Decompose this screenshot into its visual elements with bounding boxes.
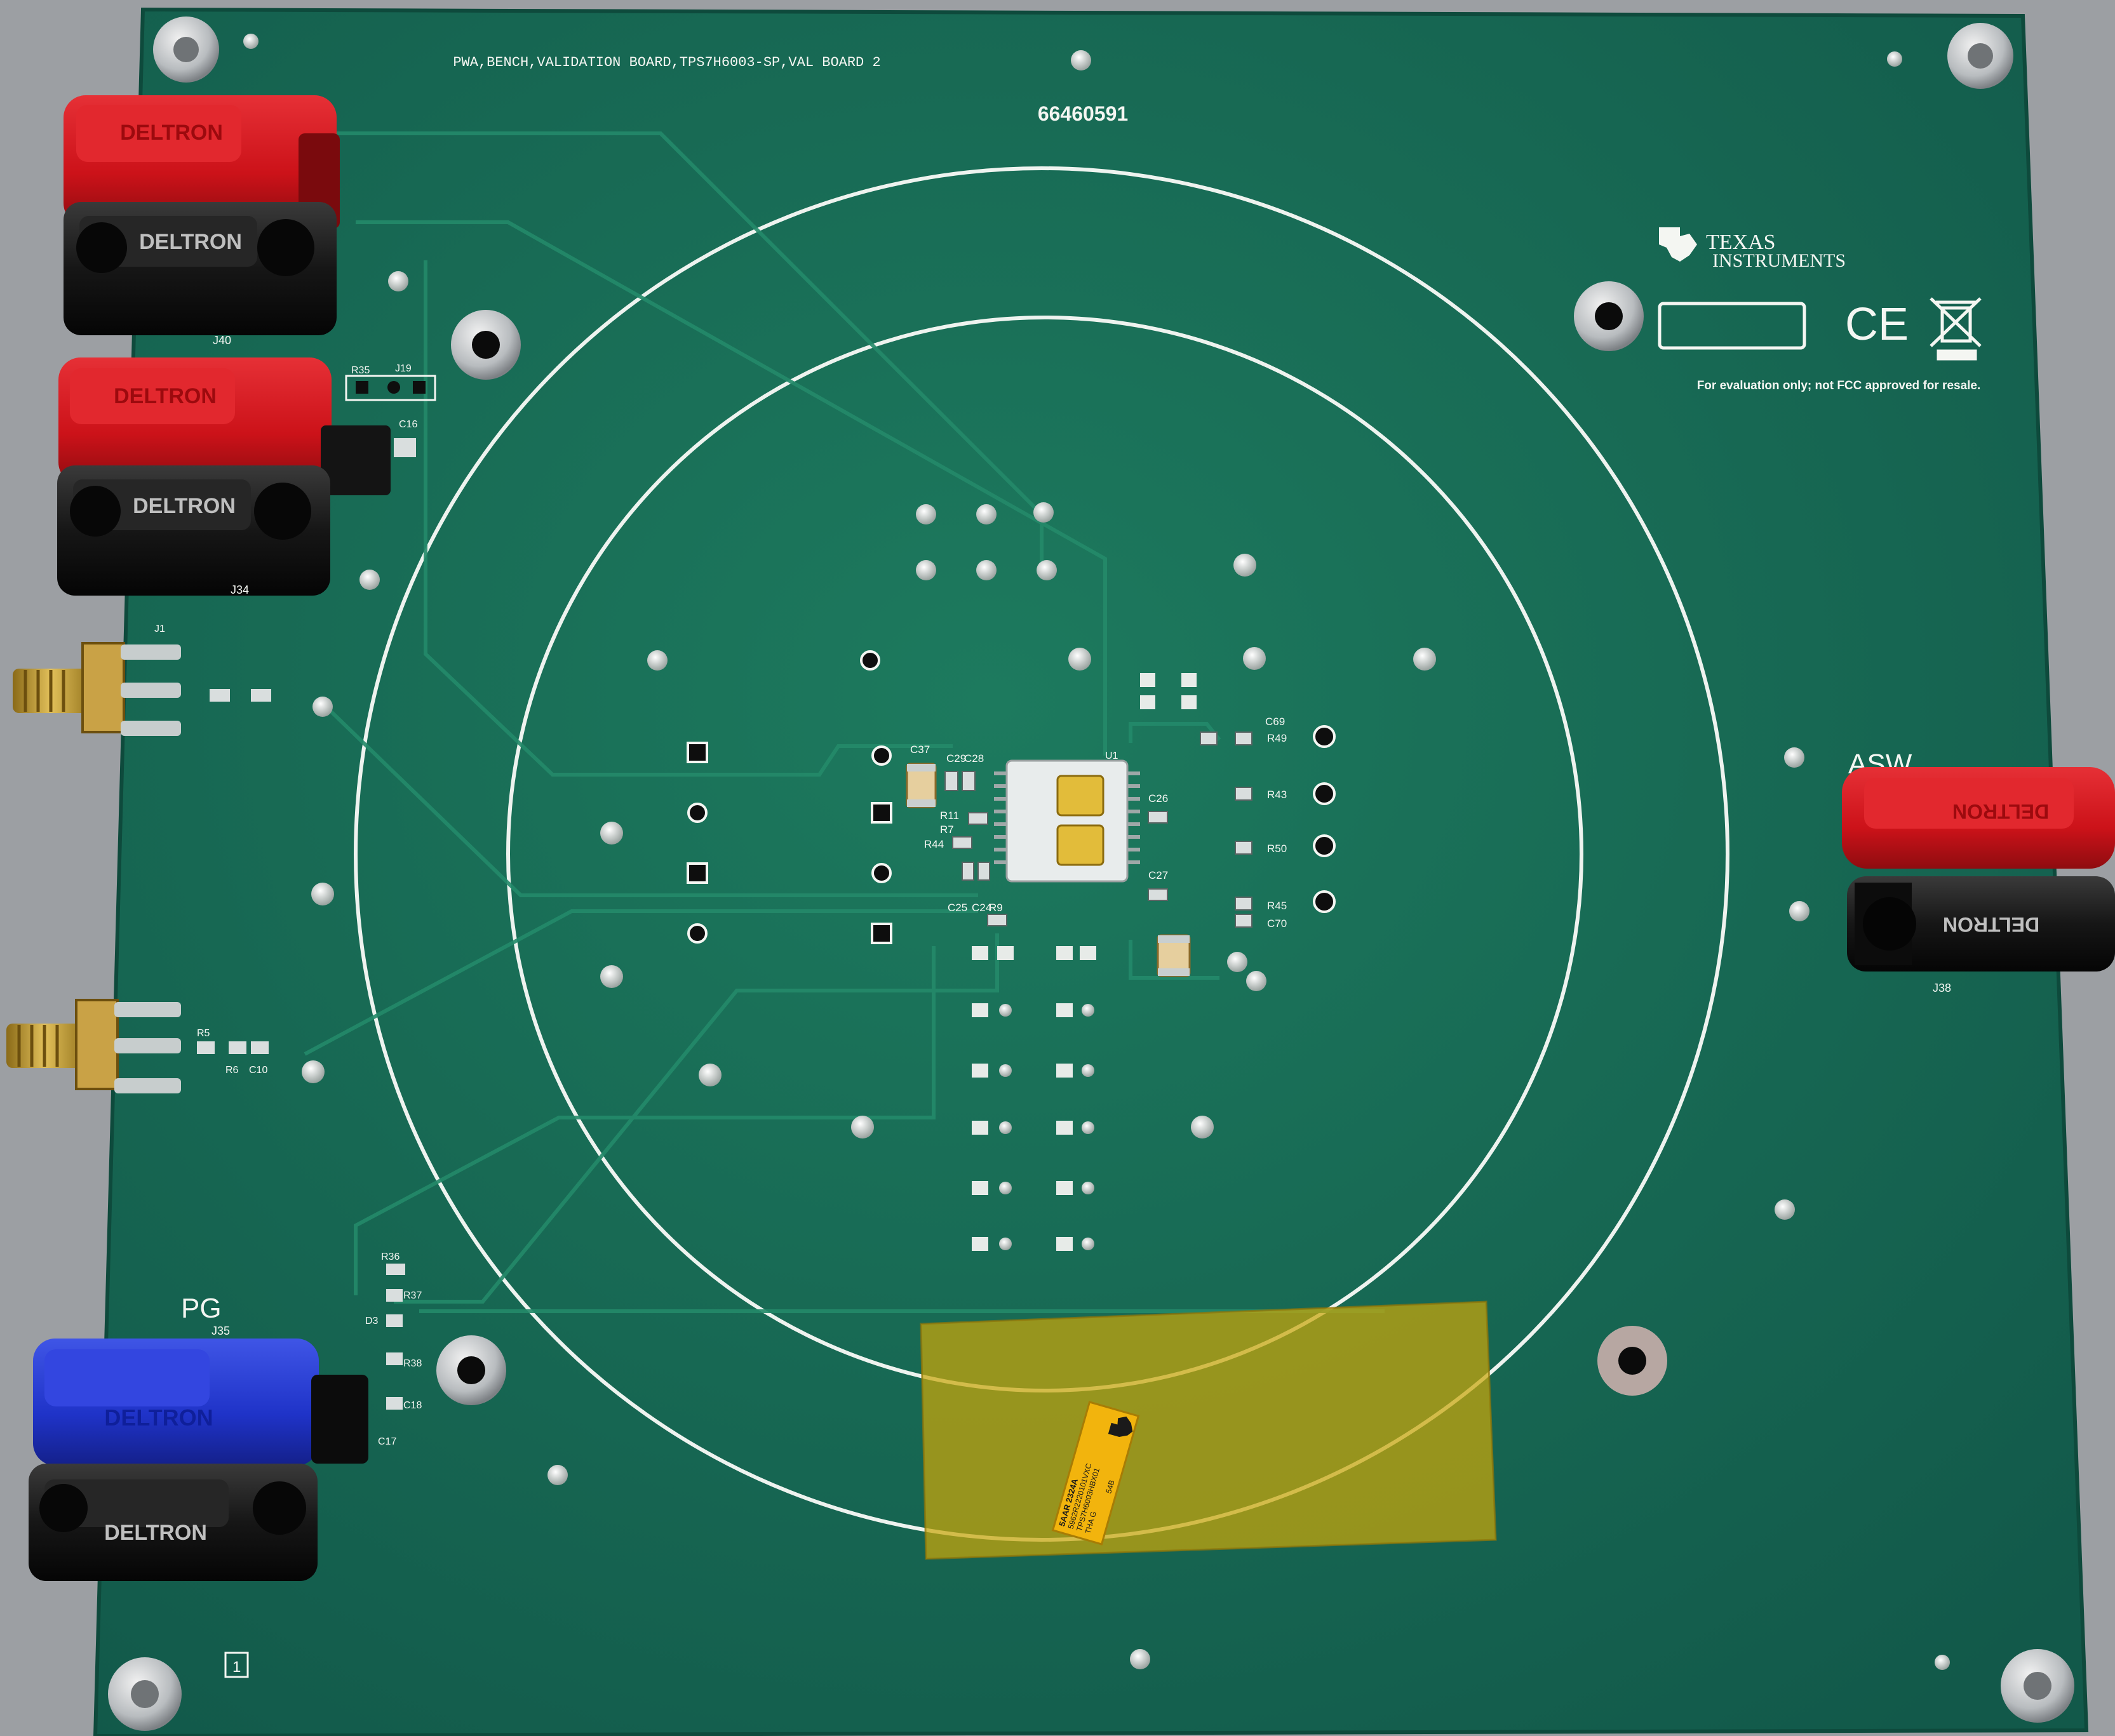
post-brand-j35: DELTRON xyxy=(104,1405,213,1431)
binding-post-j38-black[interactable]: DELTRON xyxy=(1847,876,2115,971)
post-brand-j40-black: DELTRON xyxy=(139,230,242,254)
label-j1: J1 xyxy=(154,624,165,634)
label-r37: R37 xyxy=(403,1290,422,1301)
binding-post-j38-red[interactable]: DELTRON xyxy=(1842,767,2115,869)
board-part-number: 66460591 xyxy=(1038,102,1128,125)
sma-j1-passives xyxy=(210,689,271,702)
label-c26: C26 xyxy=(1148,792,1168,805)
mounting-screws xyxy=(108,17,2074,1731)
ic-die-bottom xyxy=(1056,824,1104,866)
test-vias xyxy=(243,34,1950,1670)
sma-connector-j1[interactable]: J1 xyxy=(13,624,181,736)
pg-signal-area: PG J35 R36 R37 D3 R38 C18 C17 xyxy=(181,1252,422,1447)
label-c10: C10 xyxy=(249,1065,267,1076)
label-c24: C24 xyxy=(972,902,991,914)
post-brand-j40: DELTRON xyxy=(120,121,223,145)
sma-lower-passives: R5 R6 C10 xyxy=(197,1028,269,1076)
label-r49: R49 xyxy=(1267,732,1287,744)
label-c69: C69 xyxy=(1265,716,1285,728)
corner-mark-text: 1 xyxy=(232,1659,241,1676)
screw-bottom-left xyxy=(108,1657,182,1731)
binding-post-j34-black[interactable]: DELTRON xyxy=(57,465,330,596)
bulk-capacitor-c38 xyxy=(1157,934,1191,977)
sticker-line5: 54B xyxy=(1104,1479,1116,1494)
label-u1: U1 xyxy=(1105,751,1118,761)
label-c18: C18 xyxy=(403,1400,422,1411)
u1-ic-package: U1 xyxy=(994,751,1140,883)
label-d3: D3 xyxy=(365,1316,379,1326)
small-passives xyxy=(944,731,1252,928)
label-r35: R35 xyxy=(351,365,370,376)
post-brand-j34-black: DELTRON xyxy=(133,494,236,518)
binding-post-j35-blue[interactable]: DELTRON xyxy=(33,1339,368,1466)
label-j40: J40 xyxy=(213,334,231,347)
label-j34: J34 xyxy=(231,584,249,596)
standoff-hole xyxy=(451,310,521,380)
kapton-tape xyxy=(920,1300,1497,1560)
label-c17: C17 xyxy=(378,1436,396,1447)
post-brand-j38-black: DELTRON xyxy=(1943,913,2039,936)
label-r36: R36 xyxy=(381,1252,399,1262)
post-brand-j34: DELTRON xyxy=(114,384,217,408)
header-j19: R35 J19 C16 xyxy=(345,363,436,457)
label-c29: C29 xyxy=(946,752,966,765)
binding-post-j34-red[interactable]: DELTRON xyxy=(58,357,391,495)
label-c28: C28 xyxy=(964,752,984,765)
corner-mark-box xyxy=(224,1652,249,1678)
standoff-hole xyxy=(436,1335,506,1405)
label-c27: C27 xyxy=(1148,869,1168,881)
post-brand-j35-black: DELTRON xyxy=(104,1521,207,1545)
sma-connector-lower[interactable] xyxy=(6,999,181,1093)
ti-state-icon xyxy=(1659,227,1697,262)
passive-arrays xyxy=(972,673,1197,1251)
test-pads xyxy=(687,650,1336,944)
label-r5: R5 xyxy=(197,1028,210,1039)
standoff-hole xyxy=(1574,281,1644,351)
label-j19: J19 xyxy=(395,363,412,374)
ti-logo: TEXAS INSTRUMENTS xyxy=(1659,227,1846,271)
label-c37: C37 xyxy=(910,744,930,756)
ti-sticker-icon xyxy=(1108,1416,1133,1438)
label-j35: J35 xyxy=(211,1325,230,1337)
standoff-hole xyxy=(1597,1326,1667,1396)
label-r45: R45 xyxy=(1267,900,1287,912)
binding-post-j40-black[interactable]: DELTRON xyxy=(64,202,337,335)
label-r9: R9 xyxy=(989,902,1003,914)
label-r38: R38 xyxy=(403,1358,422,1369)
bulk-capacitor-c37 xyxy=(906,763,937,808)
label-c16: C16 xyxy=(399,419,417,430)
label-r6: R6 xyxy=(225,1065,239,1076)
screw-top-right xyxy=(1947,23,2013,89)
fcc-disclaimer: For evaluation only; not FCC approved fo… xyxy=(1697,379,1981,392)
label-r11: R11 xyxy=(940,810,959,822)
label-r50: R50 xyxy=(1267,843,1287,855)
label-r44: R44 xyxy=(924,838,944,850)
ic-die-top xyxy=(1056,775,1104,817)
brand-line1: TEXAS xyxy=(1706,230,1776,254)
post-brand-j38: DELTRON xyxy=(1952,800,2049,823)
label-pg: PG xyxy=(181,1293,222,1324)
standoff-holes xyxy=(436,281,1667,1405)
board-title-silk: PWA,BENCH,VALIDATION BOARD,TPS7H6003-SP,… xyxy=(453,55,880,70)
binding-post-j40-red[interactable]: DELTRON xyxy=(64,95,340,229)
screw-top-left xyxy=(153,17,219,83)
label-r43: R43 xyxy=(1267,789,1287,801)
screw-bottom-right xyxy=(2001,1649,2074,1723)
label-c25: C25 xyxy=(948,902,967,914)
label-c70: C70 xyxy=(1267,918,1287,930)
label-r7: R7 xyxy=(940,824,954,836)
device-label-sticker: 5AAR 2324A 5962R2220101VXC TPS7H6003HBX0… xyxy=(1051,1401,1140,1546)
binding-post-j35-black[interactable]: DELTRON xyxy=(29,1464,318,1581)
brand-line2: INSTRUMENTS xyxy=(1712,250,1846,271)
label-j38: J38 xyxy=(1933,982,1951,994)
copper-traces xyxy=(304,131,1385,1313)
weee-bin-icon xyxy=(1930,297,1982,361)
serial-label-box xyxy=(1658,302,1806,350)
ce-mark: CE xyxy=(1845,299,1909,350)
